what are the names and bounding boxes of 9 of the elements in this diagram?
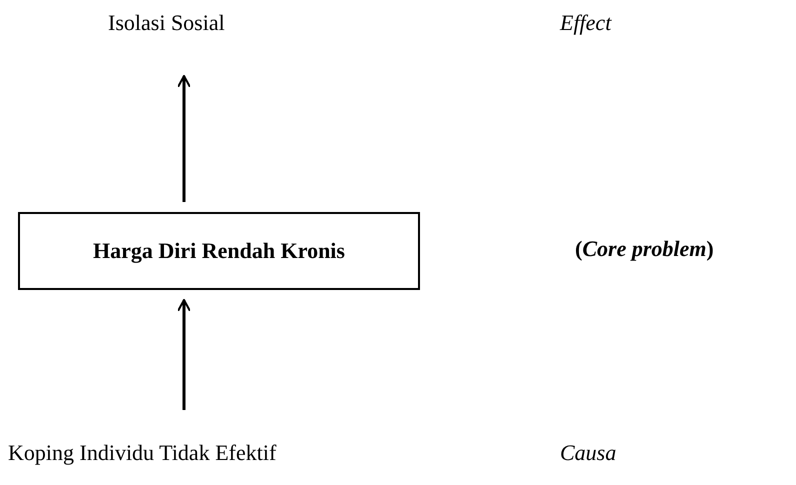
node-label: Isolasi Sosial <box>108 10 225 36</box>
side-label: Effect <box>560 10 612 36</box>
arrow <box>177 75 191 202</box>
process-box <box>18 212 420 290</box>
side-label: Causa <box>560 440 616 466</box>
box-label: Harga Diri Rendah Kronis <box>92 238 345 264</box>
node-label: Koping Individu Tidak Efektif <box>8 440 276 466</box>
arrow <box>177 299 191 410</box>
side-label: (Core problem) <box>575 236 714 262</box>
